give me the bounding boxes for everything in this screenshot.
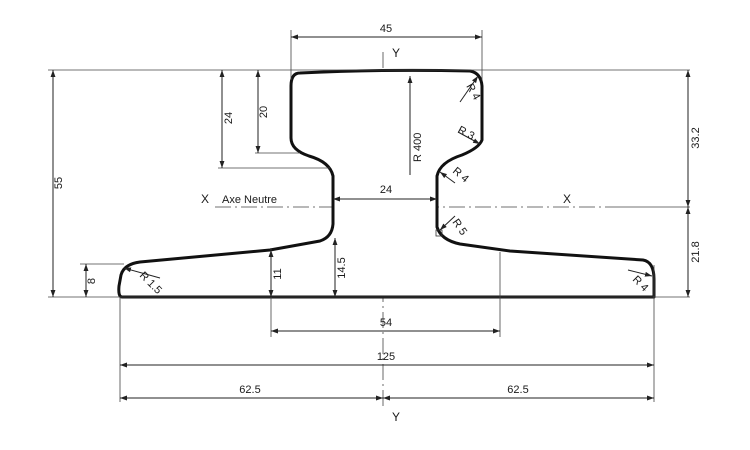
dim-base-inner-label: 54 bbox=[380, 317, 392, 329]
radius-head-top-leader bbox=[459, 75, 479, 103]
dim-overall-height-label: 55 bbox=[53, 177, 65, 189]
dim-lower-height-label: 21.8 bbox=[690, 241, 702, 262]
dim-half-right-label: 62.5 bbox=[507, 384, 528, 396]
radius-foot-right-leader bbox=[627, 269, 653, 277]
dim-head-depth-24-label: 24 bbox=[223, 112, 235, 124]
dim-head-depth-20-label: 20 bbox=[258, 106, 270, 118]
neutral-axis-label: Axe Neutre bbox=[222, 194, 277, 206]
fillet-marker bbox=[435, 229, 443, 237]
dim-upper-height-label: 33.2 bbox=[690, 127, 702, 148]
radius-head-under-leader bbox=[439, 171, 456, 184]
radius-web-fillet-label: R 5 bbox=[450, 217, 470, 238]
dim-foot-edge-label: 8 bbox=[86, 278, 98, 284]
dim-foot-rise-label: 11 bbox=[272, 268, 284, 279]
radius-web-fillet-leader bbox=[439, 215, 456, 231]
y-axis-label-top: Y bbox=[392, 46, 400, 60]
dim-web-width-label: 24 bbox=[380, 184, 392, 196]
radius-foot-left-leader bbox=[123, 267, 161, 279]
dim-half-left-label: 62.5 bbox=[239, 384, 260, 396]
dim-web-base-label: 14.5 bbox=[336, 257, 348, 278]
y-axis-label-bottom: Y bbox=[392, 410, 400, 424]
radius-crown-label: R 400 bbox=[412, 133, 424, 162]
x-axis-label-right: X bbox=[563, 192, 571, 206]
radius-head-side-leader bbox=[457, 131, 481, 145]
dim-head-width-label: 45 bbox=[380, 23, 392, 35]
x-axis-label-left: X bbox=[201, 192, 209, 206]
dim-base-width-label: 125 bbox=[377, 351, 395, 363]
